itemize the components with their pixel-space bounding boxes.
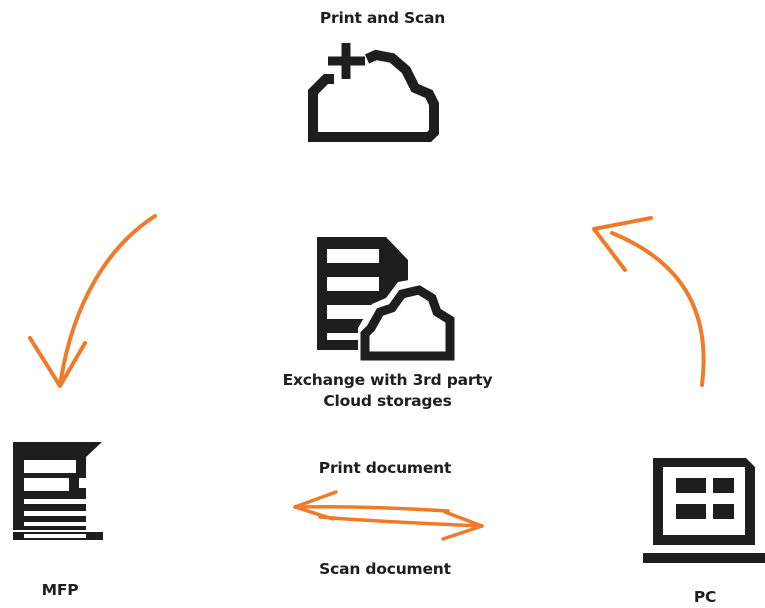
laptop-pc-icon [643,458,765,563]
scan-document-label: Scan document [319,560,451,578]
arrow-print-scan-exchange [293,490,484,541]
cloud-storage-label: Exchange with 3rd party Cloud storages [230,370,545,412]
cloud-storage-label-line2: Cloud storages [323,392,452,410]
diagram-title: Print and Scan [319,9,446,27]
server-cloud-icon [317,237,462,365]
printer-mfp-icon [13,442,103,540]
arrow-pc-to-cloud [592,216,706,387]
mfp-label: MFP [41,581,79,599]
cloud-plus-icon [308,43,439,142]
pc-label: PC [693,588,717,606]
arrow-cloud-to-mfp [28,214,157,388]
print-document-label: Print document [318,459,452,477]
cloud-storage-label-line1: Exchange with 3rd party [282,371,493,389]
